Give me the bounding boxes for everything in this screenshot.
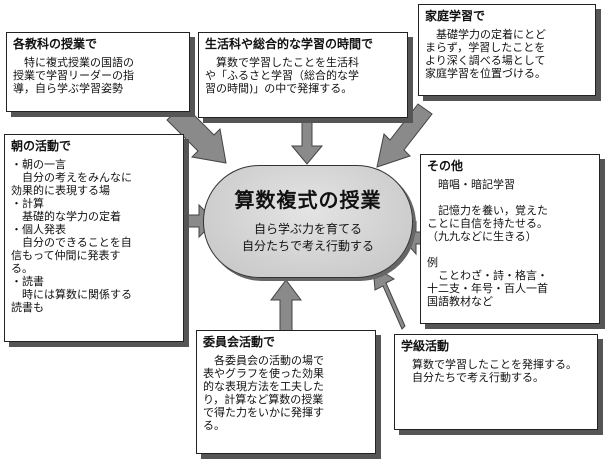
- arrow-katei: [376, 103, 433, 168]
- box-seikatsu-title: 生活科や総合的な学習の時間で: [205, 37, 374, 51]
- box-sonota: その他 暗唱・暗記学習 記憶力を養い，覚えた ことに自信を持たせる。 （九九など…: [420, 154, 600, 324]
- box-kakuka-body: 特に複式授業の国語の 授業で学習リーダーの指 導，自ら学ぶ学習姿勢: [13, 56, 134, 95]
- box-asa: 朝の活動で ・朝の一言 自分の考えをみんなに 効果的に表現する場 ・計算 基礎的…: [4, 134, 184, 342]
- box-iinkai-title: 委員会活動で: [203, 335, 276, 349]
- arrow-kakuka: [166, 103, 227, 164]
- center-title: 算数複式の授業: [234, 188, 382, 212]
- box-katei: 家庭学習で 基礎学力の定着にとど まらず，学習したことを より深く調べる場として…: [418, 4, 596, 96]
- box-seikatsu-body: 算数で学習したことを生活科 や「ふるさと学習（総合的な学 習の時間)」の中で発揮…: [205, 56, 359, 95]
- arrow-gakkyu: [372, 265, 406, 330]
- box-asa-body: ・朝の一言 自分の考えをみんなに 効果的に表現する場 ・計算 基礎的な学力の定着…: [11, 158, 132, 314]
- center-line1: 自ら学ぶ力を育てる: [253, 222, 362, 236]
- box-gakkyu: 学級活動 算数で学習したことを発揮する。 自分たちで考え行動する。: [394, 334, 598, 430]
- arrow-iinkai: [270, 279, 302, 337]
- box-kakuka-title: 各教科の授業で: [13, 37, 98, 51]
- box-kakuka: 各教科の授業で 特に複式授業の国語の 授業で学習リーダーの指 導，自ら学ぶ学習姿…: [6, 32, 190, 112]
- box-katei-title: 家庭学習で: [425, 9, 486, 23]
- box-sonota-title: その他: [427, 159, 464, 173]
- box-seikatsu: 生活科や総合的な学習の時間で 算数で学習したことを生活科 や「ふるさと学習（総合…: [198, 32, 408, 118]
- center-line2: 自分たちで考え行動する: [241, 239, 374, 253]
- box-iinkai: 委員会活動で 各委員会の活動の場で 表やグラフを使った効果 的な表現方法を工夫し…: [196, 330, 376, 454]
- box-iinkai-body: 各委員会の活動の場で 表やグラフを使った効果 的な表現方法を工夫した り，計算な…: [203, 354, 324, 432]
- box-asa-title: 朝の活動で: [11, 139, 72, 153]
- center-ellipse: 算数複式の授業 自ら学ぶ力を育てる 自分たちで考え行動する: [203, 165, 413, 278]
- arrow-seikatsu: [290, 117, 324, 165]
- box-gakkyu-body: 算数で学習したことを発揮する。 自分たちで考え行動する。: [411, 358, 577, 384]
- box-katei-body: 基礎学力の定着にとど まらず，学習したことを より深く調べる場として 家庭学習を…: [425, 28, 546, 80]
- box-gakkyu-title: 学級活動: [401, 339, 450, 353]
- box-sonota-body: 暗唱・暗記学習 記憶力を養い，覚えた ことに自信を持たせる。 （九九などに生きる…: [427, 178, 548, 308]
